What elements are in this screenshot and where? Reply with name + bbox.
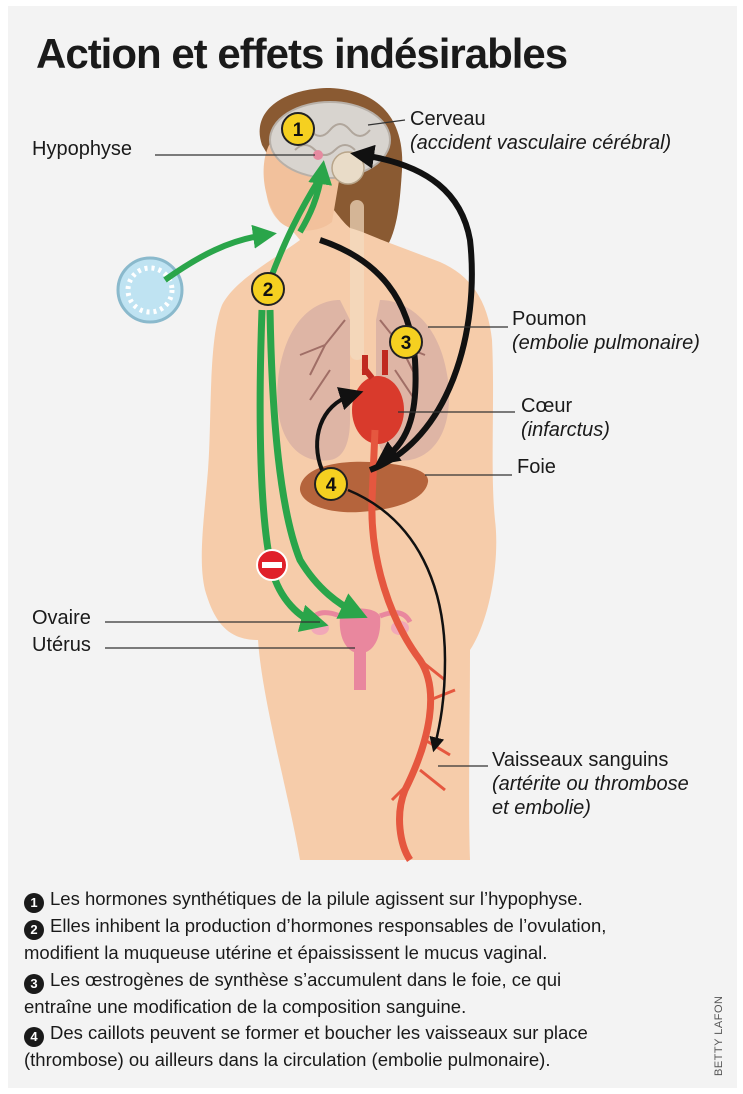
label-poumon: Poumon (embolie pulmonaire) — [512, 307, 700, 355]
label-hypophyse: Hypophyse — [32, 138, 133, 160]
heart-vessels — [361, 350, 388, 380]
arrow-hypophysis-to-2 — [267, 176, 323, 282]
legend-text-3b: entraîne une modification de la composit… — [24, 995, 467, 1017]
page-title: Action et effets indésirables — [36, 30, 568, 77]
legend-text-4a: Des caillots peuvent se former et bouche… — [50, 1022, 588, 1043]
arrow-2-down-to-ovary — [256, 309, 329, 632]
label-uterus: Utérus — [32, 634, 91, 656]
legend-text-4b: (thrombose) ou ailleurs dans la circulat… — [24, 1049, 551, 1070]
legend-text-2a: Elles inhibent la production d’hormones … — [50, 915, 607, 936]
pill-to-mouth-arrow — [163, 224, 277, 283]
label-vaisseaux-effect-1: (artérite ou thrombose — [492, 773, 689, 795]
legend-item-2: 2 Elles inhibent la production d’hormones… — [24, 913, 704, 940]
label-ovaire: Ovaire — [32, 607, 91, 629]
marker-3: 3 — [389, 325, 423, 359]
heart-shape — [352, 376, 404, 444]
aorta-vessel — [368, 429, 435, 862]
label-coeur-effect: (infarctus) — [521, 419, 610, 441]
legend-item-4: 4 Des caillots peuvent se former et bouch… — [24, 1020, 704, 1047]
label-foie: Foie — [517, 456, 556, 478]
cerebellum-shape — [331, 151, 365, 185]
legend-number-2: 2 — [24, 920, 44, 940]
legend-item-3: 3 Les œstrogènes de synthèse s’accumulent… — [24, 967, 704, 994]
legend-number-1: 1 — [24, 893, 44, 913]
legend-item-1: 1 Les hormones synthétiques de la pilule … — [24, 886, 704, 913]
label-poumon-name: Poumon — [512, 308, 587, 330]
label-poumon-effect: (embolie pulmonaire) — [512, 332, 700, 354]
legend-number-3: 3 — [24, 973, 44, 994]
label-cerveau-name: Cerveau — [410, 108, 486, 130]
svg-text:1: 1 — [293, 120, 304, 141]
label-cerveau-effect: (accident vasculaire cérébral) — [410, 132, 672, 154]
pituitary-shape — [313, 150, 323, 160]
label-coeur-name: Cœur — [521, 395, 573, 417]
arrow-2-down-to-uterus — [266, 309, 368, 619]
legend-text-3a: Les œstrogènes de synthèse s’accumulent … — [50, 968, 562, 990]
svg-text:3: 3 — [401, 333, 412, 354]
left-lung-shape — [277, 300, 350, 461]
credit: BETTY LAFON — [713, 995, 725, 1076]
spine-shape — [350, 200, 364, 360]
marker-4: 4 — [314, 467, 348, 501]
legend-text-1a: Les hormones synthétiques de la pilule a… — [50, 888, 583, 909]
anatomy-diagram: 1 2 3 4 — [105, 88, 515, 862]
liver-to-heart-arrow — [315, 387, 364, 471]
svg-text:2: 2 — [263, 280, 274, 301]
label-vaisseaux: Vaisseaux sanguins (artérite ou thrombos… — [492, 748, 689, 820]
marker-1: 1 — [281, 112, 315, 146]
uterus-shape — [339, 608, 381, 690]
label-coeur: Cœur (infarctus) — [521, 394, 610, 442]
label-vaisseaux-effect-2: et embolie) — [492, 797, 591, 819]
leader-lines — [105, 119, 515, 767]
liver-to-brain-arrow — [350, 144, 475, 473]
legend: 1 Les hormones synthétiques de la pilule … — [24, 886, 704, 1074]
body-silhouette — [201, 170, 497, 860]
label-cerveau: Cerveau (accident vasculaire cérébral) — [410, 107, 671, 155]
svg-text:4: 4 — [326, 475, 337, 496]
legend-text-2b: modifient la muqueuse utérine et épaissi… — [24, 942, 548, 963]
legend-number-4: 4 — [24, 1027, 44, 1047]
label-vaisseaux-name: Vaisseaux sanguins — [492, 749, 669, 771]
marker-2: 2 — [251, 272, 285, 306]
liver-to-vessels-arrow — [347, 488, 447, 753]
